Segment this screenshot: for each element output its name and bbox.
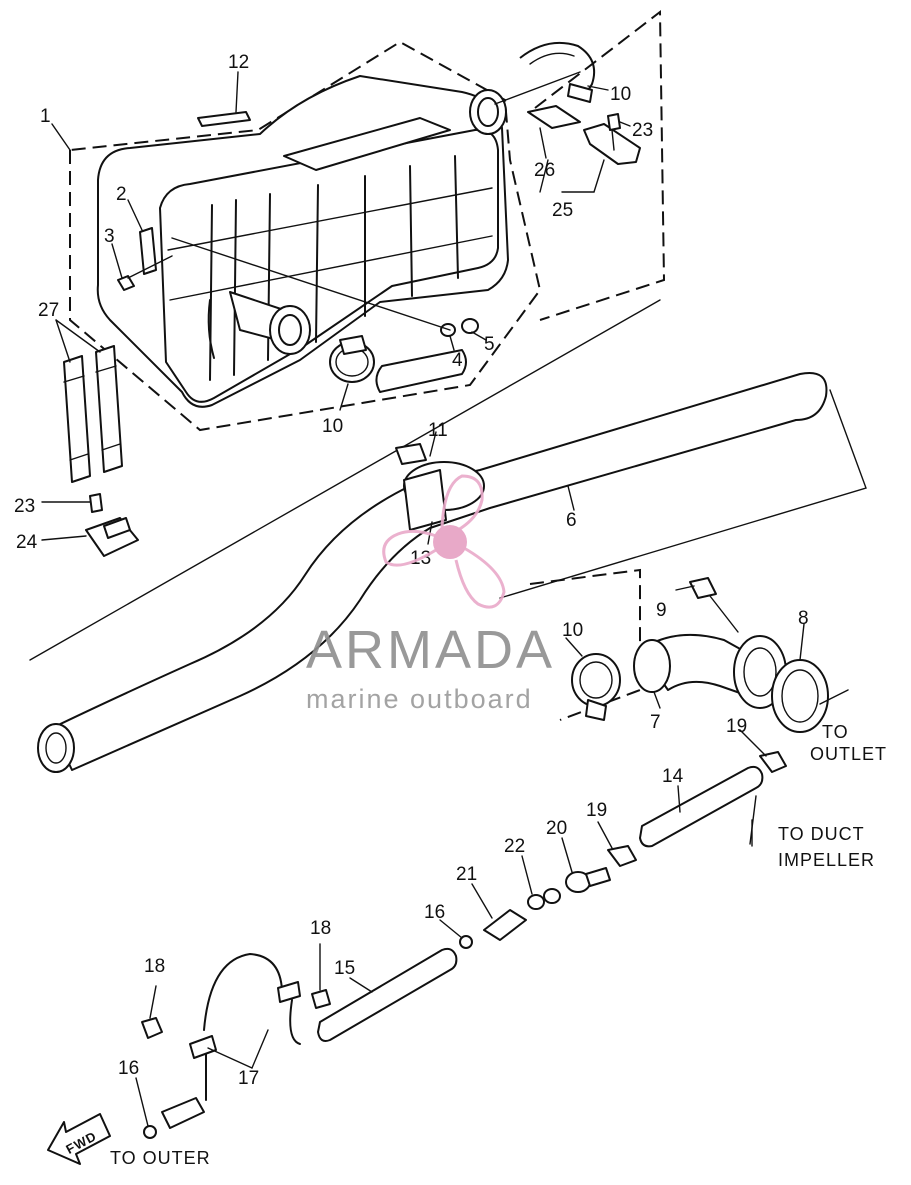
part-21-fitting: [483, 909, 527, 941]
callout-23-upper: 23: [632, 120, 653, 141]
watermark-brand: ARMADA: [306, 620, 555, 680]
callout-26: 26: [534, 160, 555, 181]
callout-21: 21: [456, 864, 477, 885]
part-22-washer-b: [543, 888, 561, 904]
part-14-hose: [639, 765, 764, 848]
part-18-fitting-right: [311, 989, 331, 1009]
callout-18-left: 18: [144, 956, 165, 977]
callout-10-upper: 10: [610, 84, 631, 105]
callout-15: 15: [334, 958, 355, 979]
part-19-clip-upper: [759, 751, 787, 773]
callout-16-upper: 16: [424, 902, 445, 923]
part-15-hose: [317, 947, 458, 1042]
part-27-straps: [63, 345, 123, 483]
callout-23-lower: 23: [14, 496, 35, 517]
part-13-sleeve: [403, 469, 447, 531]
muffler-group: [69, 40, 542, 432]
note-to-duct-line1: TO DUCT: [778, 824, 865, 844]
callout-27: 27: [38, 300, 59, 321]
note-to-outer: TO OUTER: [110, 1148, 211, 1168]
callout-17: 17: [238, 1068, 259, 1089]
part-8-gasket: [771, 659, 829, 733]
propeller-icon: [382, 474, 506, 609]
part-22-washer-a: [527, 894, 545, 910]
part-10-clamp-lower: [329, 335, 375, 383]
callout-24: 24: [16, 532, 38, 553]
callout-19-lower: 19: [586, 800, 607, 821]
part-23-bolt-lower: [89, 493, 103, 513]
part-3-bolt: [117, 275, 135, 291]
part-19-clip-lower: [607, 845, 637, 867]
note-to-outlet-line1: TO: [822, 722, 849, 742]
callout-11: 11: [428, 420, 448, 441]
callout-16-lower: 16: [118, 1058, 139, 1079]
part-10-clamp-right: [571, 653, 621, 721]
callout-10-lower: 10: [322, 416, 343, 437]
callout-25: 25: [552, 200, 573, 221]
callout-18-right: 18: [310, 918, 331, 939]
part-18-fitting-left: [141, 1017, 163, 1039]
fwd-arrow-icon: [47, 1113, 111, 1165]
part-26-plate: [527, 105, 581, 129]
callout-9: 9: [656, 600, 667, 621]
part-6-hose: [29, 299, 867, 773]
callout-22: 22: [504, 836, 525, 857]
part-16-ring-upper: [459, 935, 473, 949]
callout-5: 5: [484, 334, 495, 355]
part-16-ring-lower: [143, 1125, 157, 1139]
callout-8: 8: [798, 608, 809, 629]
part-25-bracket: [583, 123, 641, 165]
callout-20: 20: [546, 818, 567, 839]
callout-6: 6: [566, 510, 577, 531]
part-9-fitting: [689, 577, 717, 599]
callout-2: 2: [116, 184, 127, 205]
part-10-clamp-upper: [519, 41, 596, 103]
note-to-outlet-line2: OUTLET: [810, 744, 887, 764]
part-7-elbow: [633, 633, 787, 709]
callout-4: 4: [452, 350, 463, 371]
part-5-nut: [461, 318, 479, 334]
callout-19-upper: 19: [726, 716, 747, 737]
part-17-tube: [203, 953, 283, 1031]
callout-7: 7: [650, 712, 661, 733]
part-12-plate: [197, 111, 251, 127]
armada-watermark: ARMADA marine outboard: [306, 474, 555, 714]
note-to-duct-line2: IMPELLER: [778, 850, 875, 870]
callout-1: 1: [40, 106, 51, 127]
callout-12: 12: [228, 52, 249, 73]
watermark-tagline: marine outboard: [306, 684, 533, 714]
part-2-bracket: [139, 227, 157, 275]
callout-3: 3: [104, 226, 115, 247]
callout-10-right: 10: [562, 620, 583, 641]
part-23-bolt-upper: [607, 113, 621, 131]
callout-14: 14: [662, 766, 684, 787]
